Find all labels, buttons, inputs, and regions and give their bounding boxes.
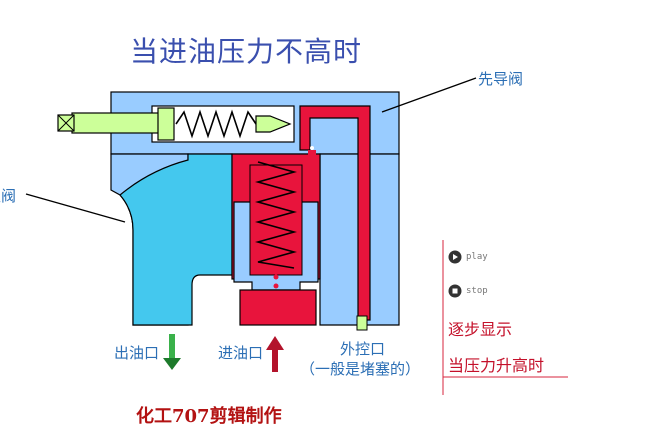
- pilot-chamber: [299, 105, 371, 321]
- orifice-dot: [273, 274, 279, 280]
- stop-label: stop: [466, 286, 488, 296]
- credit-text: 化工707剪辑制作: [136, 406, 282, 427]
- label-outlet: 出油口: [114, 344, 160, 362]
- orifice-dot: [273, 283, 279, 289]
- page-title: 当进油压力不高时: [130, 35, 363, 68]
- pressure-rise-link[interactable]: 当压力升高时: [448, 356, 545, 375]
- outlet-chamber: [119, 153, 233, 326]
- inlet-channel: [239, 289, 317, 326]
- label-external-port-note: （一般是堵塞的）: [300, 360, 421, 378]
- leader-main-valve: [25, 193, 126, 223]
- play-button[interactable]: play: [448, 250, 488, 264]
- external-port-plug: [356, 315, 368, 331]
- label-inlet: 进油口: [218, 344, 264, 362]
- knob-cross: [57, 114, 75, 132]
- pilot-spring: [175, 109, 257, 139]
- adjusting-screw: [71, 112, 163, 134]
- stop-button[interactable]: stop: [448, 284, 488, 298]
- spring-seat: [157, 107, 175, 141]
- play-icon: [448, 250, 462, 264]
- pilot-poppet: [255, 115, 292, 133]
- label-external-port: 外控口: [340, 340, 386, 358]
- play-label: play: [466, 252, 488, 262]
- stop-icon: [448, 284, 462, 298]
- orifice-dot: [310, 146, 314, 150]
- pilot-passage: [308, 150, 316, 170]
- inlet-arrow-icon: [266, 336, 284, 372]
- label-main-valve: 主阀: [0, 187, 17, 205]
- outlet-arrow-icon: [163, 334, 181, 370]
- step-show-link[interactable]: 逐步显示: [448, 320, 513, 339]
- leader-pilot-valve: [381, 77, 477, 113]
- main-spring: [255, 161, 297, 269]
- label-pilot-valve: 先导阀: [478, 70, 524, 88]
